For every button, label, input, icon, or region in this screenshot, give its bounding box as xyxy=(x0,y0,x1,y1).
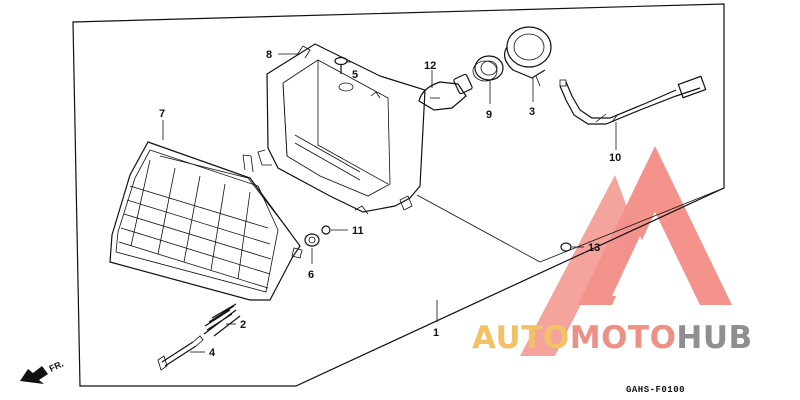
wire-harness xyxy=(559,75,707,150)
diagram-code: GAHS-F0100 xyxy=(626,385,685,395)
socket-ring xyxy=(472,55,504,104)
part-label-5: 5 xyxy=(352,69,358,81)
adjust-screw xyxy=(157,335,205,371)
dust-cover xyxy=(503,26,552,102)
part-label-3: 3 xyxy=(529,106,535,118)
part-label-12: 12 xyxy=(424,60,436,72)
part-label-10: 10 xyxy=(609,152,621,164)
nut-part xyxy=(321,225,348,235)
part-label-8: 8 xyxy=(266,49,272,61)
watermark-wordmark: AUTOMOTOHUB xyxy=(472,320,753,356)
diagram-frame xyxy=(72,3,725,387)
part-label-13: 13 xyxy=(588,242,600,254)
part-label-11: 11 xyxy=(352,225,364,237)
part-label-9: 9 xyxy=(486,109,492,121)
case-screw xyxy=(334,56,352,74)
front-direction-arrow: FR. xyxy=(20,359,65,384)
grommet-part xyxy=(304,233,320,264)
watermark-logo xyxy=(520,146,732,356)
front-direction-label: FR. xyxy=(48,359,65,374)
part-label-1: 1 xyxy=(433,327,439,339)
headlight-unit xyxy=(109,141,303,301)
part-label-6: 6 xyxy=(308,269,314,281)
headlight-bulb xyxy=(418,70,473,111)
part-label-7: 7 xyxy=(159,108,165,120)
headlight-case xyxy=(257,43,426,215)
part-label-2: 2 xyxy=(240,319,246,331)
plane-line-2 xyxy=(539,187,725,263)
small-screw xyxy=(560,242,584,252)
watermark-word-moto: MOTO xyxy=(570,320,677,356)
part-label-4: 4 xyxy=(209,347,216,359)
watermark-word-auto: AUTO xyxy=(472,320,570,356)
spring-part xyxy=(203,303,241,337)
plane-line xyxy=(416,194,541,263)
watermark-word-hub: HUB xyxy=(676,320,752,356)
